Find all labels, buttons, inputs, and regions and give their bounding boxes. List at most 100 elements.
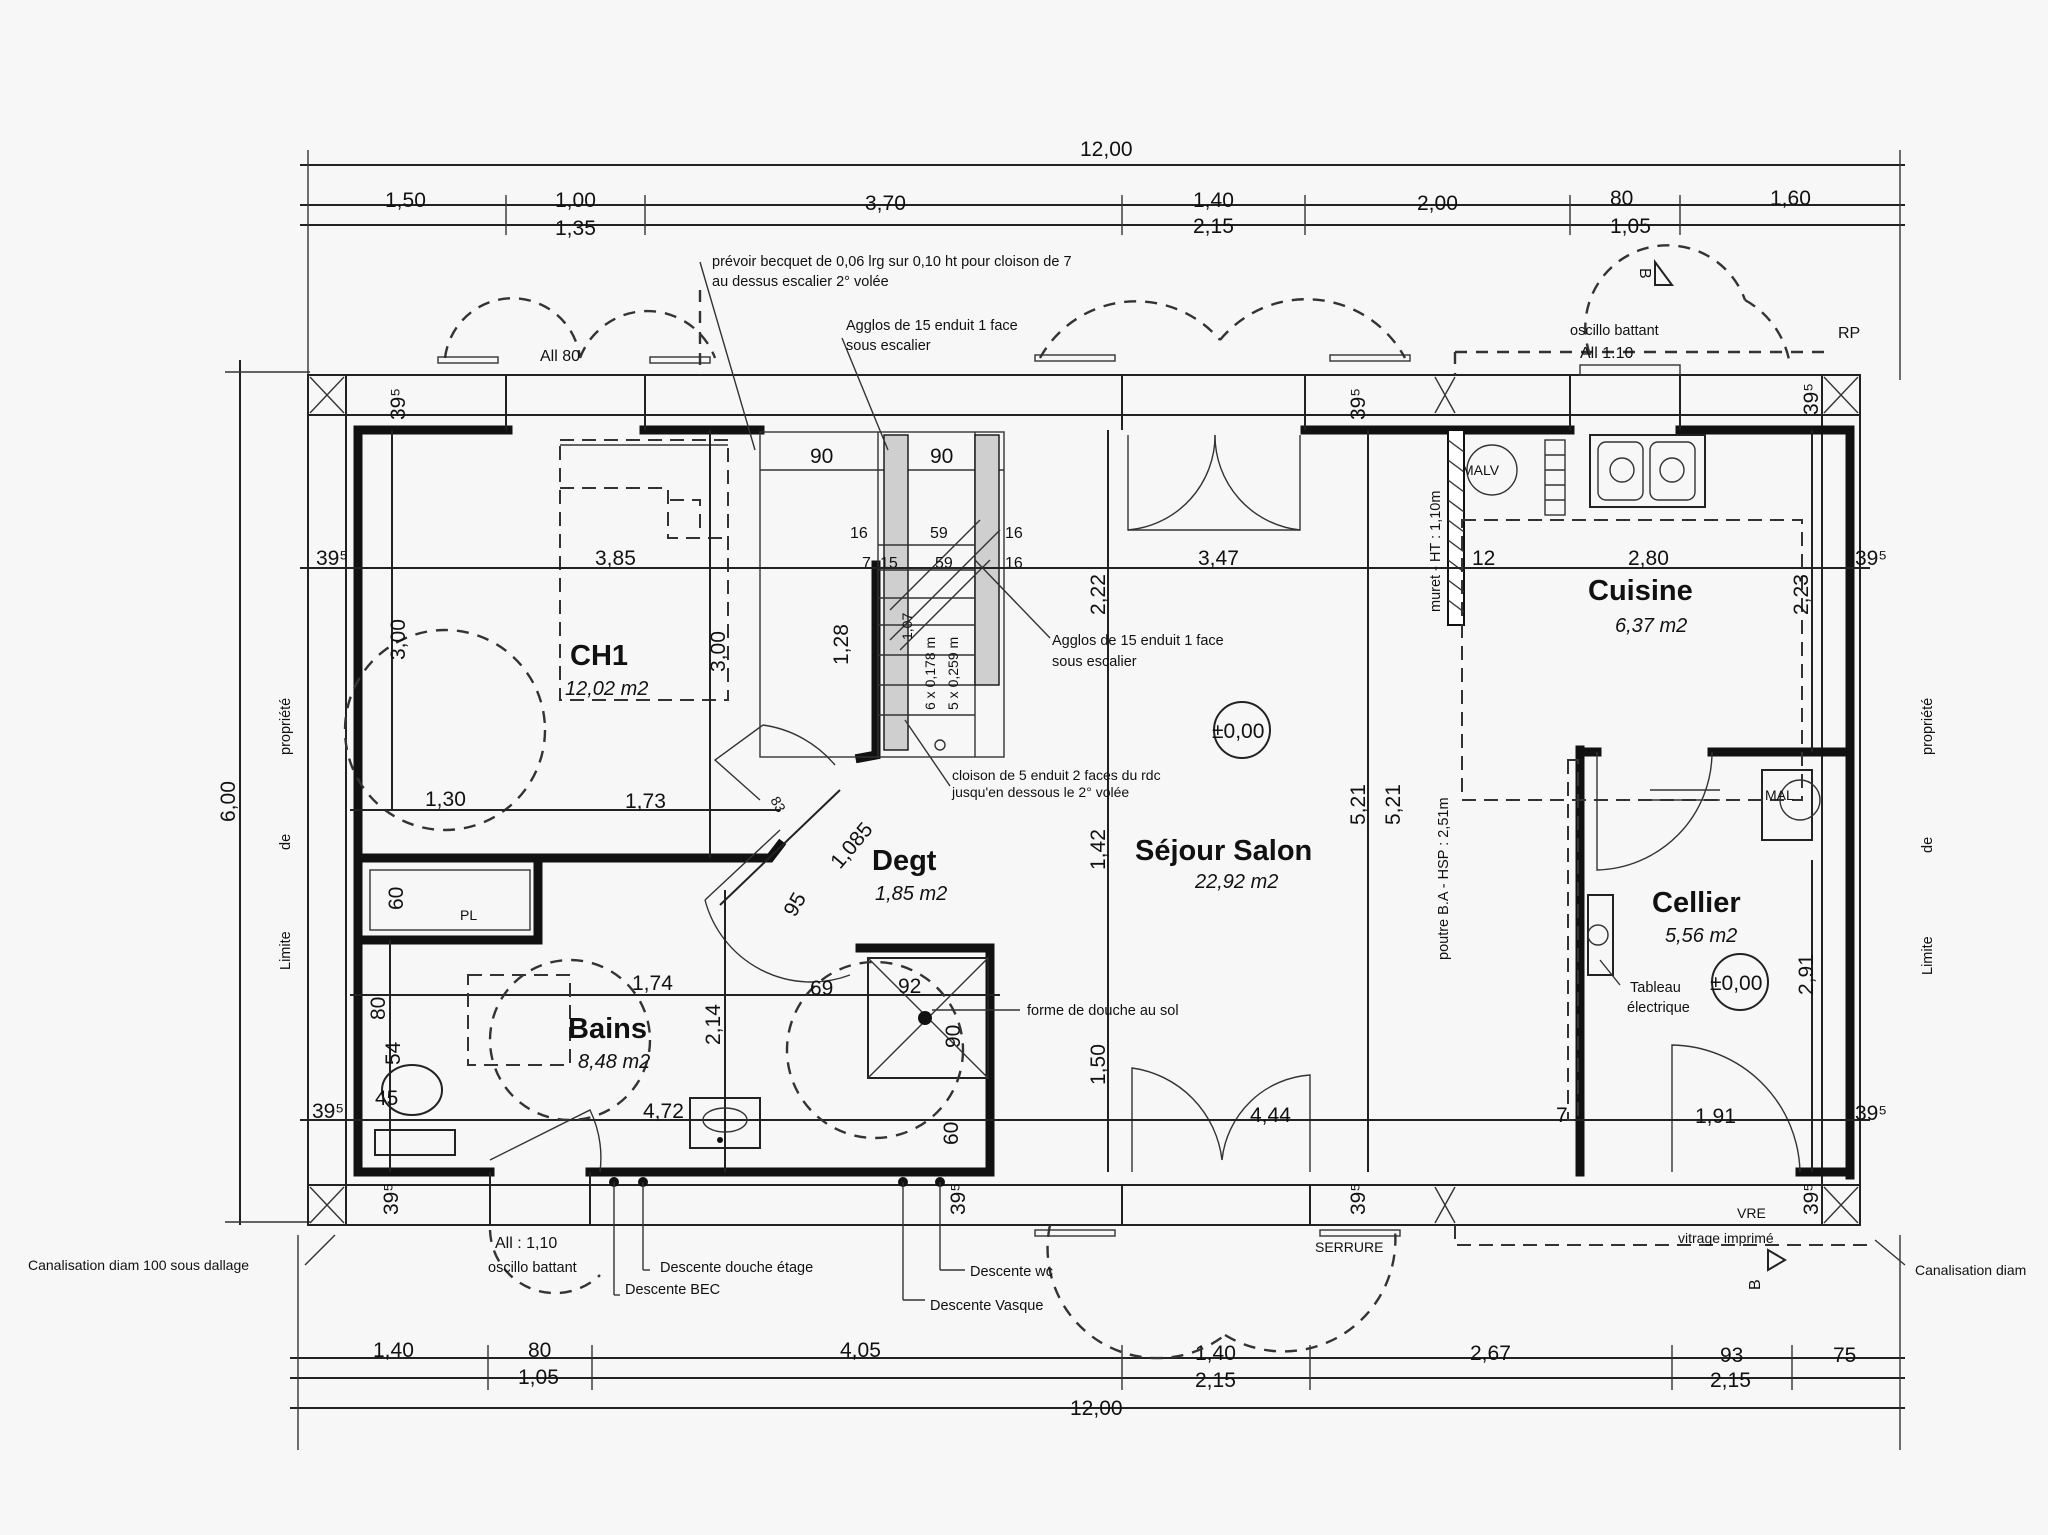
dim-top-row2: 1,05	[1610, 215, 1651, 238]
window-label-all80: All 80	[540, 348, 580, 365]
window-swings-bottom	[488, 1172, 1870, 1360]
dim-bottom: 1,40	[373, 1339, 414, 1362]
placard-label: PL	[460, 907, 477, 923]
dim-overall-bottom: 12,00	[1070, 1397, 1123, 1420]
limite-right: Limite	[1920, 936, 1936, 975]
dim: 39⁵	[1800, 383, 1823, 415]
vitrage-label: vitrage imprimé	[1678, 1230, 1774, 1246]
dim-top-row2: 2,15	[1193, 215, 1234, 238]
dim: 69	[810, 977, 833, 1000]
dim: 2,80	[1628, 547, 1669, 570]
dim-bottom-row2: 1,05	[518, 1366, 559, 1389]
stair-label: 6 x 0,178 m	[922, 637, 938, 710]
room-area-bains: 8,48 m2	[578, 1051, 650, 1073]
dim: 5,21	[1382, 784, 1405, 825]
interior-dim-labels: 3,85 3,47 2,80 12 39⁵ 39⁵ 3,00 3,00 2,22…	[312, 383, 1887, 1215]
note-descente: Descente BEC	[625, 1282, 720, 1298]
dim: 1,74	[632, 972, 673, 995]
dim: 1,50	[1087, 1044, 1110, 1085]
level-cellier: ±0,00	[1710, 972, 1762, 995]
limite-right: de	[1920, 837, 1936, 853]
stair-dim: 59	[935, 555, 953, 572]
dim: 2,91	[1795, 954, 1818, 995]
room-name-cellier: Cellier	[1652, 887, 1741, 919]
dim-top: 80	[1610, 187, 1633, 210]
stair-dim: 90	[810, 445, 833, 468]
dim-height: 6,00	[217, 781, 240, 822]
dim-top-row2: 1,35	[555, 217, 596, 240]
level-sejour: ±0,00	[1212, 720, 1264, 743]
section-b-top: B	[1636, 268, 1653, 279]
note-descente: Descente Vasque	[930, 1298, 1043, 1314]
dim: 39⁵	[316, 547, 348, 570]
stair-dim: 7	[862, 555, 871, 572]
note-agglos: Agglos de 15 enduit 1 face	[1052, 633, 1224, 649]
dim: 39⁵	[1855, 1102, 1887, 1125]
stair-label: 1,07	[899, 613, 915, 640]
room-labels: CH1 12,02 m2 Degt 1,85 m2 Séjour Salon 2…	[565, 575, 1741, 1073]
dim: 4,72	[643, 1100, 684, 1123]
note-agglos: sous escalier	[846, 338, 931, 354]
annotations: All 80 oscillo battant All 1.10 RP MALV …	[28, 254, 2026, 1314]
window-label-all110: All 1.10	[1580, 345, 1633, 362]
dim: 39⁵	[387, 388, 410, 420]
dim: 39⁵	[312, 1100, 344, 1123]
dim-top: 1,60	[1770, 187, 1811, 210]
drain-points	[609, 1177, 965, 1301]
dim-top: 1,40	[1193, 189, 1234, 212]
note-agglos: sous escalier	[1052, 654, 1137, 670]
dim: 39⁵	[1347, 388, 1370, 420]
level-markers: ±0,00 ±0,00	[1212, 701, 1769, 1011]
window-label-oscillo-bottom: oscillo battant	[488, 1260, 577, 1276]
window-label-oscillo: oscillo battant	[1570, 323, 1659, 339]
note-becquet: prévoir becquet de 0,06 lrg sur 0,10 ht …	[712, 254, 1072, 270]
section-b-bottom: B	[1747, 1279, 1764, 1290]
dim: 3,85	[595, 547, 636, 570]
room-area-degt: 1,85 m2	[875, 883, 947, 905]
shower: 92 90	[867, 957, 1020, 1079]
dim: 60	[385, 887, 408, 910]
stair-dim: 1,28	[830, 624, 853, 665]
note-becquet: au dessus escalier 2° volée	[712, 274, 889, 290]
dim: 3,47	[1198, 547, 1239, 570]
room-name-degt: Degt	[872, 845, 937, 877]
room-area-cellier: 5,56 m2	[1665, 925, 1737, 947]
dim: 2,22	[1087, 574, 1110, 615]
dim: 5,21	[1347, 784, 1370, 825]
note-cloison: cloison de 5 enduit 2 faces du rdc	[952, 767, 1161, 783]
serrure-label: SERRURE	[1315, 1239, 1383, 1255]
note-canalisation-right: Canalisation diam	[1915, 1262, 2026, 1278]
dim: 3,00	[387, 619, 410, 660]
dim: 39⁵	[380, 1183, 403, 1215]
muret-note: muret - HT : 1,10m	[1428, 491, 1444, 612]
limite-left: de	[278, 834, 294, 850]
dim-bottom: 2,67	[1470, 1342, 1511, 1365]
dim-bottom: 80	[528, 1339, 551, 1362]
shower-dim: 90	[942, 1025, 965, 1048]
window-label-all110-bottom: All : 1,10	[495, 1235, 557, 1252]
note-descente: Descente wc	[970, 1264, 1053, 1280]
stair-dim: 59	[930, 525, 948, 542]
dim-bottom-row2: 2,15	[1195, 1369, 1236, 1392]
malv-label: MALV	[1462, 462, 1500, 478]
dim-bottom-row2: 2,15	[1710, 1369, 1751, 1392]
stair-label: 5 x 0,259 m	[945, 637, 961, 710]
dim-bottom: 75	[1833, 1344, 1856, 1367]
limite-left: Limite	[278, 931, 294, 970]
stair-dim: 16	[1005, 525, 1023, 542]
room-area-sejour: 22,92 m2	[1194, 871, 1278, 893]
note-douche: forme de douche au sol	[1027, 1003, 1179, 1019]
dim: 39⁵	[1347, 1183, 1370, 1215]
dim: 1,30	[425, 788, 466, 811]
dim-bottom: 4,05	[840, 1339, 881, 1362]
windows-top	[437, 354, 1681, 430]
door-swings	[489, 434, 1801, 1173]
limite-left: propriété	[278, 698, 294, 755]
note-descente: Descente douche étage	[660, 1260, 813, 1276]
dim: 2,23	[1790, 574, 1813, 615]
dim: 39⁵	[1855, 547, 1887, 570]
dim: 1,73	[625, 790, 666, 813]
top-dimensions: 12,00 1,50 1,00 3,70 1,40 2,00 80 1,60 1…	[300, 138, 1905, 380]
